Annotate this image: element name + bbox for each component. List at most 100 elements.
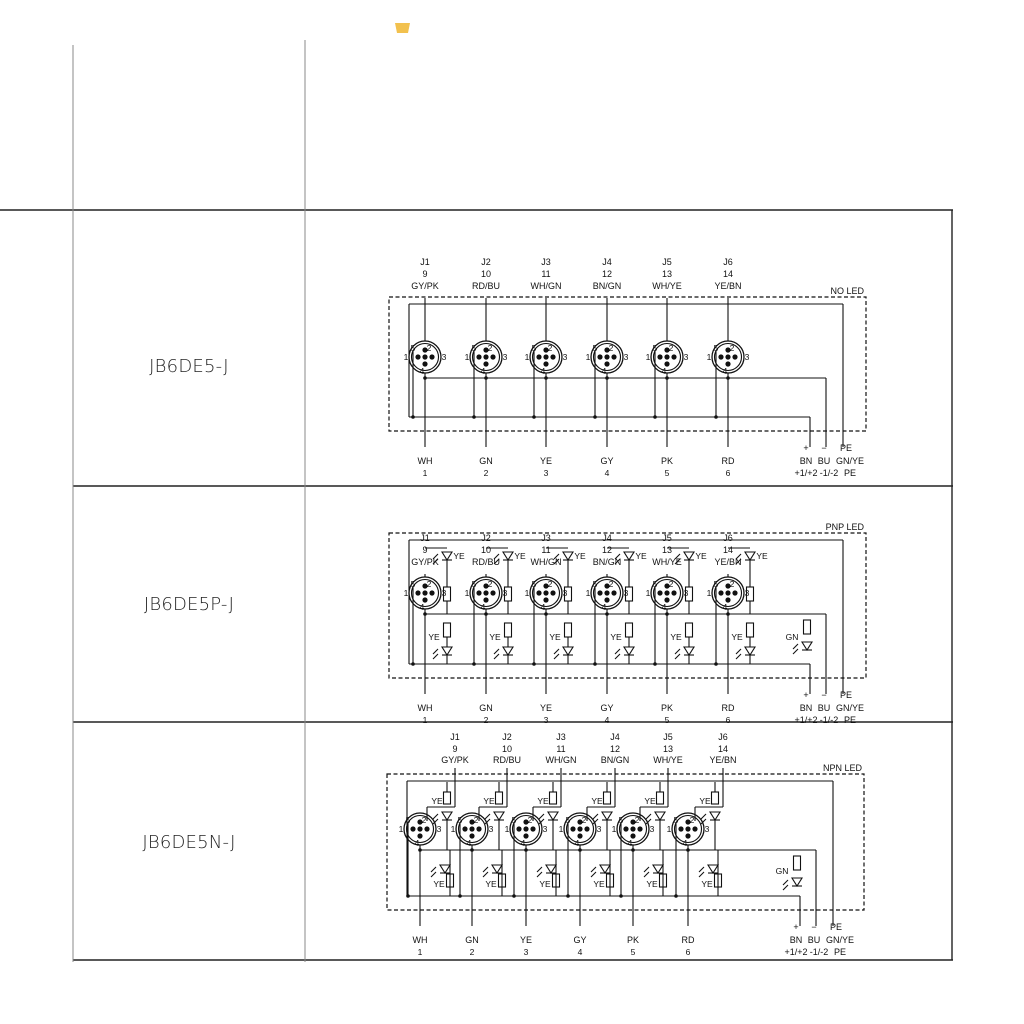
wire-color-label: YE bbox=[520, 935, 532, 945]
connector-pin-dot bbox=[417, 819, 423, 825]
led-ray bbox=[792, 643, 799, 650]
port-color-label: WH/YE bbox=[652, 281, 682, 291]
pin-label-1: 1 bbox=[525, 588, 530, 598]
pin-label-5: 5 bbox=[653, 343, 658, 353]
port-color-label: BN/GN bbox=[593, 557, 622, 567]
connector-pin-dot bbox=[577, 833, 583, 839]
power-pe-pin: PE bbox=[844, 715, 856, 725]
pin-label-5: 5 bbox=[532, 579, 537, 589]
connector-pin-dot bbox=[469, 819, 475, 825]
led-triangle bbox=[652, 864, 664, 875]
wire-color-label: WH bbox=[418, 456, 433, 466]
connector-pin-dot bbox=[604, 361, 610, 367]
wire-color-label: RD bbox=[722, 456, 735, 466]
connector-pin-dot bbox=[483, 361, 489, 367]
signal-led bbox=[553, 646, 574, 660]
port-id-label: J5 bbox=[662, 257, 672, 267]
pin-label-2: 2 bbox=[669, 579, 674, 589]
led-ray bbox=[553, 653, 560, 660]
led-triangle bbox=[601, 811, 613, 822]
pin-label-3: 3 bbox=[705, 824, 710, 834]
led-ray bbox=[432, 558, 439, 565]
led-triangle bbox=[441, 551, 453, 562]
power-pe-pin: PE bbox=[844, 468, 856, 478]
led-ray bbox=[484, 818, 491, 825]
signal-resistor bbox=[624, 622, 634, 638]
pin-label-4: 4 bbox=[602, 602, 607, 612]
power-plus-symbol: + bbox=[793, 922, 798, 932]
pin-label-3: 3 bbox=[624, 588, 629, 598]
wire-color-label: YE bbox=[540, 456, 552, 466]
enclosure-outline bbox=[386, 773, 865, 911]
status-led-label: YE bbox=[431, 796, 443, 806]
status-resistor bbox=[494, 791, 504, 805]
connector-pin-dot bbox=[483, 347, 489, 353]
connector-pin-dot bbox=[476, 354, 482, 360]
connector-inner-ring bbox=[471, 578, 501, 608]
port-id-label: J6 bbox=[723, 533, 733, 543]
led-ray bbox=[643, 866, 650, 873]
pin-label-1: 1 bbox=[646, 352, 651, 362]
led-ray bbox=[735, 648, 742, 655]
connector-inner-ring bbox=[713, 578, 743, 608]
wire-color-label: GN bbox=[479, 456, 493, 466]
connector-pin-dot bbox=[630, 833, 636, 839]
pin-label-1: 1 bbox=[707, 352, 712, 362]
connector-pin-dot bbox=[692, 826, 698, 832]
connector-inner-ring bbox=[673, 814, 703, 844]
signal-led-label: YE bbox=[428, 632, 440, 642]
pin-label-5: 5 bbox=[472, 579, 477, 589]
wire-color-label: RD bbox=[722, 703, 735, 713]
pin-label-4: 4 bbox=[521, 838, 526, 848]
wire-number-label: 3 bbox=[544, 468, 549, 478]
power-plus-color: BN bbox=[790, 935, 803, 945]
connector-pin-dot bbox=[657, 590, 663, 596]
port-color-label: WH/GN bbox=[546, 755, 577, 765]
junction-dot bbox=[686, 848, 690, 852]
wire-color-label: GY bbox=[573, 935, 586, 945]
connector-pin-dot bbox=[422, 597, 428, 603]
signal-resistor bbox=[563, 622, 573, 638]
led-ray bbox=[782, 884, 789, 891]
junction-dot bbox=[714, 415, 718, 419]
port-id-label: J5 bbox=[663, 732, 673, 742]
led-triangle bbox=[623, 551, 635, 562]
connector-inner-ring bbox=[471, 342, 501, 372]
power-minus-symbol: − bbox=[821, 690, 826, 700]
led-ray bbox=[592, 818, 599, 825]
port-id-label: J2 bbox=[481, 257, 491, 267]
led-ray bbox=[674, 558, 681, 565]
power-plus-symbol: + bbox=[803, 443, 808, 453]
led-triangle bbox=[562, 646, 574, 657]
port-id-label: J5 bbox=[662, 533, 672, 543]
pin-label-2: 2 bbox=[548, 579, 553, 589]
power-minus-color: BU bbox=[808, 935, 821, 945]
status-led-label: YE bbox=[591, 796, 603, 806]
signal-resistor bbox=[442, 622, 452, 638]
pin-label-3: 3 bbox=[650, 824, 655, 834]
wire-number-label: 3 bbox=[524, 947, 529, 957]
status-resistor bbox=[710, 791, 720, 805]
pin-label-1: 1 bbox=[399, 824, 404, 834]
connector-pin-dot bbox=[611, 354, 617, 360]
led-ray bbox=[430, 871, 437, 878]
pin-label-2: 2 bbox=[474, 815, 479, 825]
pin-label-3: 3 bbox=[503, 352, 508, 362]
pin-label-1: 1 bbox=[404, 352, 409, 362]
pin-label-2: 2 bbox=[730, 579, 735, 589]
connector-pin-dot bbox=[611, 590, 617, 596]
port-id-label: J6 bbox=[723, 257, 733, 267]
pin-label-1: 1 bbox=[667, 824, 672, 834]
port-color-label: BN/GN bbox=[601, 755, 630, 765]
port-number-label: 11 bbox=[556, 744, 565, 754]
